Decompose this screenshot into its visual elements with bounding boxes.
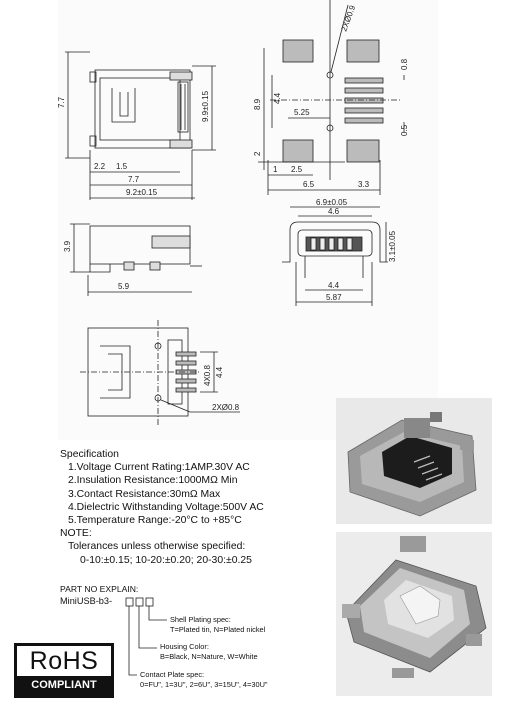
part-no-boxes bbox=[125, 597, 167, 676]
dim-top-bottom-c: 7.7 bbox=[128, 175, 140, 184]
dim-bottom-pitch: 4.4 bbox=[215, 366, 224, 378]
dim-top-bottom-total: 9.2±0.15 bbox=[126, 188, 158, 197]
dim-pad-edge: 2 bbox=[253, 151, 262, 156]
dim-top-depth: 9.9±0.15 bbox=[201, 90, 210, 122]
front-view bbox=[282, 206, 388, 306]
spec-item-temperature: 5.Temperature Range:-20°C to +85°C bbox=[68, 515, 242, 527]
dim-pad-height-inner: 4.4 bbox=[273, 92, 282, 104]
shell-plating-values: T=Plated tin, N=Plated nickel bbox=[170, 624, 266, 634]
bottom-view bbox=[80, 320, 240, 425]
dim-pad-right: 3.3 bbox=[358, 180, 370, 189]
spec-item-dielectric: 4.Dielectric Withstanding Voltage:500V A… bbox=[68, 501, 264, 513]
dim-top-bottom-a: 2.2 bbox=[94, 162, 106, 171]
spec-item-insulation: 2.Insulation Resistance:1000MΩ Min bbox=[68, 475, 238, 487]
housing-color-label: Housing Color: bbox=[160, 642, 209, 651]
rohs-badge: RoHS COMPLIANT bbox=[14, 643, 114, 698]
specification-block: Specification 1.Voltage Current Rating:1… bbox=[60, 448, 350, 567]
dim-pad-width-total: 6.5 bbox=[303, 180, 315, 189]
part-no-title: PART NO EXPLAIN: bbox=[60, 584, 139, 594]
dim-pad-bottom-a: 1 bbox=[273, 165, 278, 174]
connector-photo-bottom bbox=[336, 532, 492, 696]
dim-front-height: 3.1±0.05 bbox=[388, 230, 397, 262]
spec-item-voltage: 1.Voltage Current Rating:1AMP.30V AC bbox=[68, 462, 250, 474]
dim-front-bottom-total: 5.87 bbox=[326, 293, 342, 302]
top-view bbox=[65, 51, 216, 200]
dim-bottom-pins: 4X0.8 bbox=[203, 365, 212, 386]
dim-side-height: 3.9 bbox=[63, 240, 72, 252]
dim-side-length: 5.9 bbox=[118, 282, 130, 291]
shell-plating-legend: Shell Plating spec: T=Plated tin, N=Plat… bbox=[170, 615, 265, 634]
dim-bottom-holes: 2XØ0.8 bbox=[212, 403, 240, 412]
dim-top-bottom-b: 1.5 bbox=[116, 162, 128, 171]
dim-top-height: 7.7 bbox=[57, 96, 66, 108]
housing-color-values: B=Black, N=Nature, W=White bbox=[160, 651, 258, 661]
pad-layout bbox=[258, 0, 405, 195]
dim-pad-span: 5.25 bbox=[294, 108, 310, 117]
contact-plate-values: 0=FU", 1=3U", 2=6U", 3=15U", 4=30U" bbox=[140, 679, 268, 689]
part-no-code: MiniUSB-b3- bbox=[60, 596, 113, 606]
part-no-block: PART NO EXPLAIN: MiniUSB-b3- bbox=[60, 584, 360, 606]
rohs-badge-subtitle: COMPLIANT bbox=[17, 676, 111, 695]
shell-plating-label: Shell Plating spec: bbox=[170, 615, 231, 624]
dim-front-width-top: 6.9±0.05 bbox=[316, 198, 348, 207]
spec-item-contact: 3.Contact Resistance:30mΩ Max bbox=[68, 488, 221, 500]
dim-pad-pitch: 0.8 bbox=[400, 58, 409, 70]
note-line-2: 0-10:±0.15; 10-20:±0.20; 20-30:±0.25 bbox=[80, 554, 252, 566]
note-line-1: Tolerances unless otherwise specified: bbox=[68, 541, 246, 553]
dim-pad-height-total: 8.9 bbox=[253, 98, 262, 110]
contact-plate-legend: Contact Plate spec: 0=FU", 1=3U", 2=6U",… bbox=[140, 670, 268, 689]
specification-heading: Specification bbox=[60, 449, 119, 460]
dim-pad-bottom-b: 2.5 bbox=[291, 165, 303, 174]
contact-plate-label: Contact Plate spec: bbox=[140, 670, 205, 679]
side-view bbox=[70, 223, 202, 296]
housing-color-legend: Housing Color: B=Black, N=Nature, W=Whit… bbox=[160, 642, 258, 661]
note-heading: NOTE: bbox=[60, 528, 92, 540]
connector-photo-top bbox=[336, 398, 492, 524]
dim-front-bottom-inner: 4.4 bbox=[328, 281, 340, 290]
dim-pad-gap: 0.5 bbox=[400, 124, 409, 136]
dim-front-inner: 4.6 bbox=[328, 207, 340, 216]
rohs-badge-title: RoHS bbox=[29, 647, 99, 675]
